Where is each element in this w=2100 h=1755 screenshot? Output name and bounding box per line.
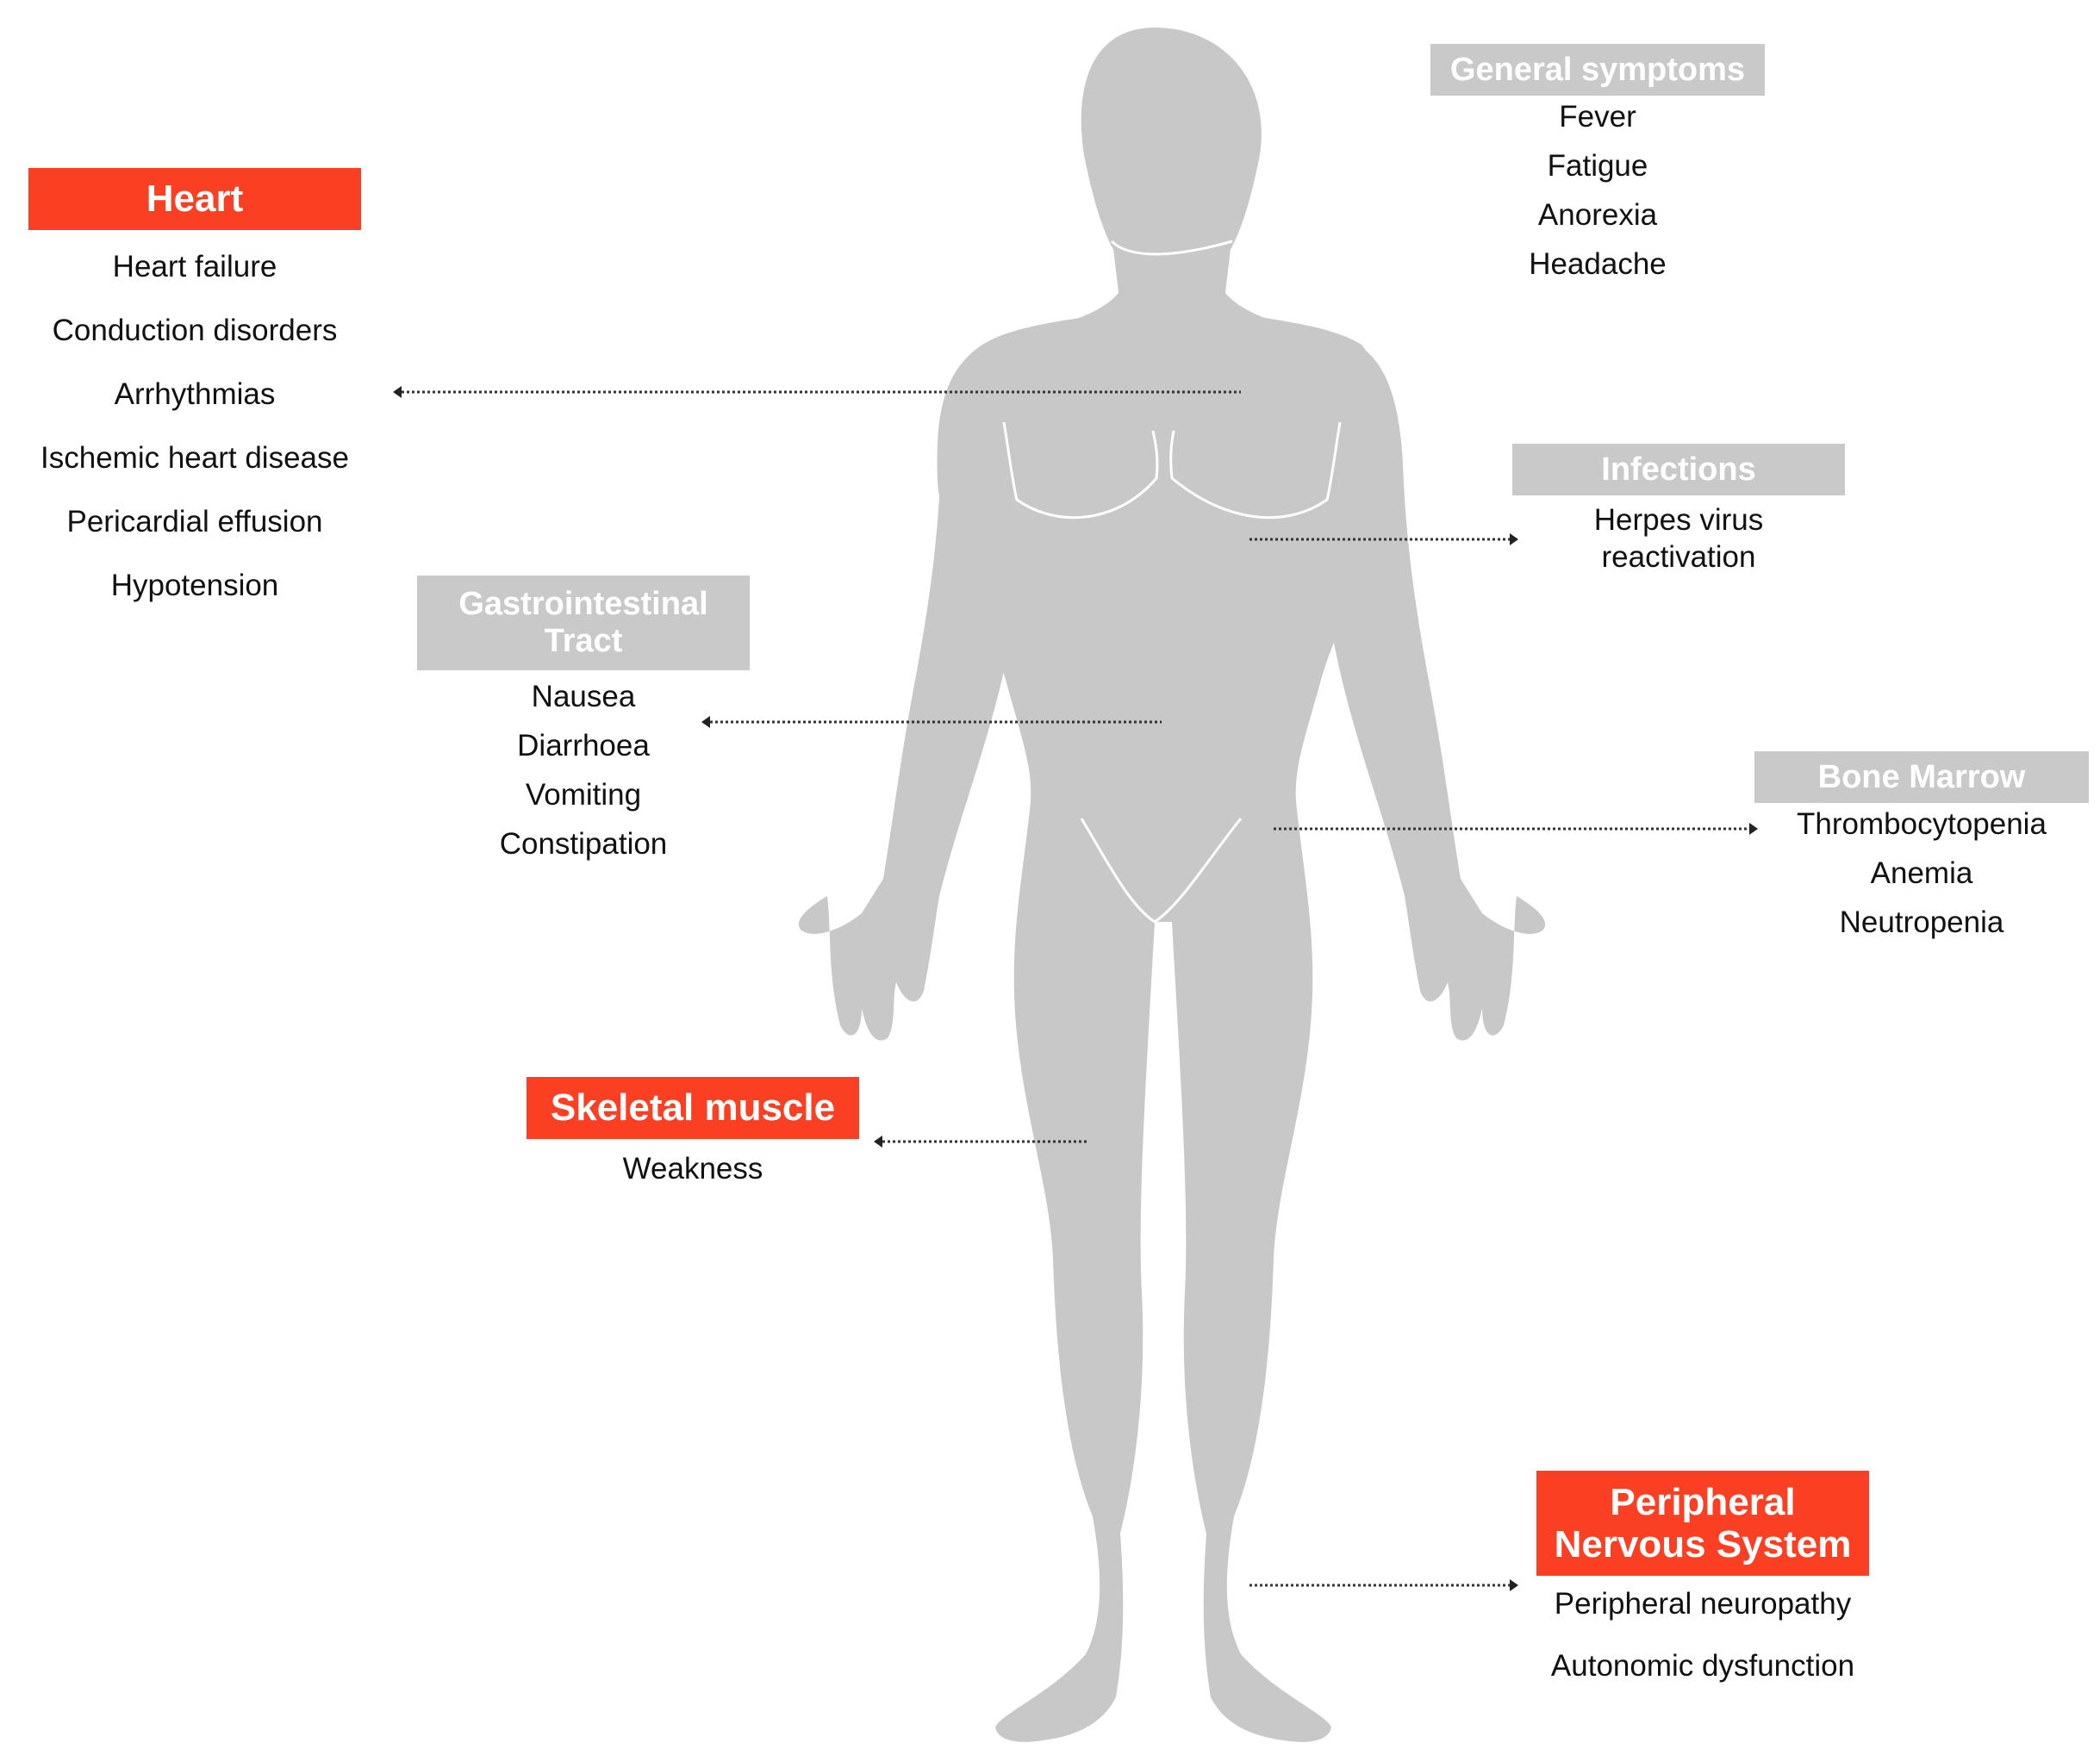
heart-item: Pericardial effusion (66, 505, 323, 538)
bone-marrow-item: Thrombocytopenia (1797, 807, 2047, 841)
bone-marrow-item: Anemia (1870, 856, 1973, 890)
infections-title: Infections (1601, 451, 1756, 488)
bone-marrow-header: Bone Marrow (1754, 751, 2089, 803)
arrow-tip-infections (1510, 533, 1518, 545)
peripheral-nervous-system-item: Peripheral neuropathy (1554, 1587, 1852, 1621)
bone-marrow-title: Bone Marrow (1817, 758, 2026, 795)
gastrointestinal-item: Constipation (499, 827, 668, 861)
infections-header: Infections (1512, 444, 1845, 495)
right-arm-shape (1310, 345, 1546, 1041)
skeletal-muscle-title: Skeletal muscle (550, 1086, 836, 1130)
torso-legs-shape (937, 310, 1390, 1742)
infections-item: Herpes virus (1593, 503, 1764, 537)
peripheral-nervous-system-item-list: Peripheral neuropathy Autonomic dysfunct… (1536, 1586, 1869, 1710)
gastrointestinal-item-list: Nausea Diarrhoea Vomiting Constipation (417, 679, 750, 875)
peripheral-nervous-system-title-line1: Peripheral (1610, 1480, 1796, 1523)
bone-marrow-group: Bone Marrow Thrombocytopenia Anemia Neut… (1754, 751, 2089, 954)
peripheral-nervous-system-group: Peripheral Nervous System Peripheral neu… (1536, 1471, 1869, 1710)
left-arm-shape (798, 345, 1034, 1041)
heart-group: Heart Heart failure Conduction disorders… (28, 168, 361, 632)
heart-title: Heart (146, 177, 244, 221)
peripheral-nervous-system-title-line2: Nervous System (1554, 1523, 1852, 1565)
heart-item: Arrhythmias (114, 377, 276, 411)
arrow-tip-heart (393, 386, 402, 398)
general-symptoms-item: Fever (1559, 100, 1636, 134)
general-symptoms-item: Anorexia (1537, 198, 1658, 232)
general-symptoms-item: Headache (1529, 247, 1667, 281)
heart-item: Ischemic heart disease (41, 441, 349, 475)
infections-item: reactivation (1601, 540, 1756, 574)
bone-marrow-item: Neutropenia (1839, 906, 2004, 939)
heart-header: Heart (28, 168, 361, 230)
general-symptoms-group: General symptoms Fever Fatigue Anorexia … (1430, 44, 1765, 296)
peripheral-nervous-system-header: Peripheral Nervous System (1536, 1471, 1869, 1576)
neck-shape (1034, 234, 1310, 332)
gastrointestinal-header: Gastrointestinal Tract (417, 576, 750, 670)
arrow-tip-skeletal-muscle (874, 1136, 882, 1148)
general-symptoms-header: General symptoms (1430, 44, 1765, 96)
body-contour-lines (1002, 240, 1342, 924)
skeletal-muscle-item-list: Weakness (527, 1151, 859, 1200)
peripheral-nervous-system-item: Autonomic dysfunction (1550, 1649, 1855, 1683)
gastrointestinal-item: Nausea (531, 680, 636, 713)
general-symptoms-item: Fatigue (1547, 149, 1648, 183)
gastrointestinal-item: Vomiting (525, 778, 642, 812)
skeletal-muscle-item: Weakness (622, 1152, 763, 1186)
gastrointestinal-group: Gastrointestinal Tract Nausea Diarrhoea … (417, 576, 750, 875)
gastrointestinal-item: Diarrhoea (517, 729, 650, 762)
arrow-tip-peripheral-nervous-system (1510, 1579, 1518, 1591)
general-symptoms-title: General symptoms (1449, 51, 1746, 88)
arrow-tip-gastrointestinal (701, 716, 710, 728)
gastrointestinal-title-line2: Tract (544, 623, 623, 659)
infections-group: Infections Herpes virus reactivation (1512, 444, 1845, 576)
skeletal-muscle-header: Skeletal muscle (527, 1077, 859, 1139)
heart-item-list: Heart failure Conduction disorders Arrhy… (28, 249, 361, 632)
head-shape (1081, 28, 1262, 289)
heart-item: Conduction disorders (52, 314, 338, 347)
general-symptoms-item-list: Fever Fatigue Anorexia Headache (1430, 99, 1765, 296)
gastrointestinal-title-line1: Gastrointestinal (458, 586, 708, 623)
heart-item: Heart failure (112, 250, 277, 283)
infections-item-list: Herpes virus reactivation (1512, 502, 1845, 576)
arrow-tip-bone-marrow (1749, 823, 1758, 835)
bone-marrow-item-list: Thrombocytopenia Anemia Neutropenia (1754, 806, 2089, 954)
skeletal-muscle-group: Skeletal muscle Weakness (527, 1077, 859, 1200)
heart-item: Hypotension (110, 569, 279, 602)
